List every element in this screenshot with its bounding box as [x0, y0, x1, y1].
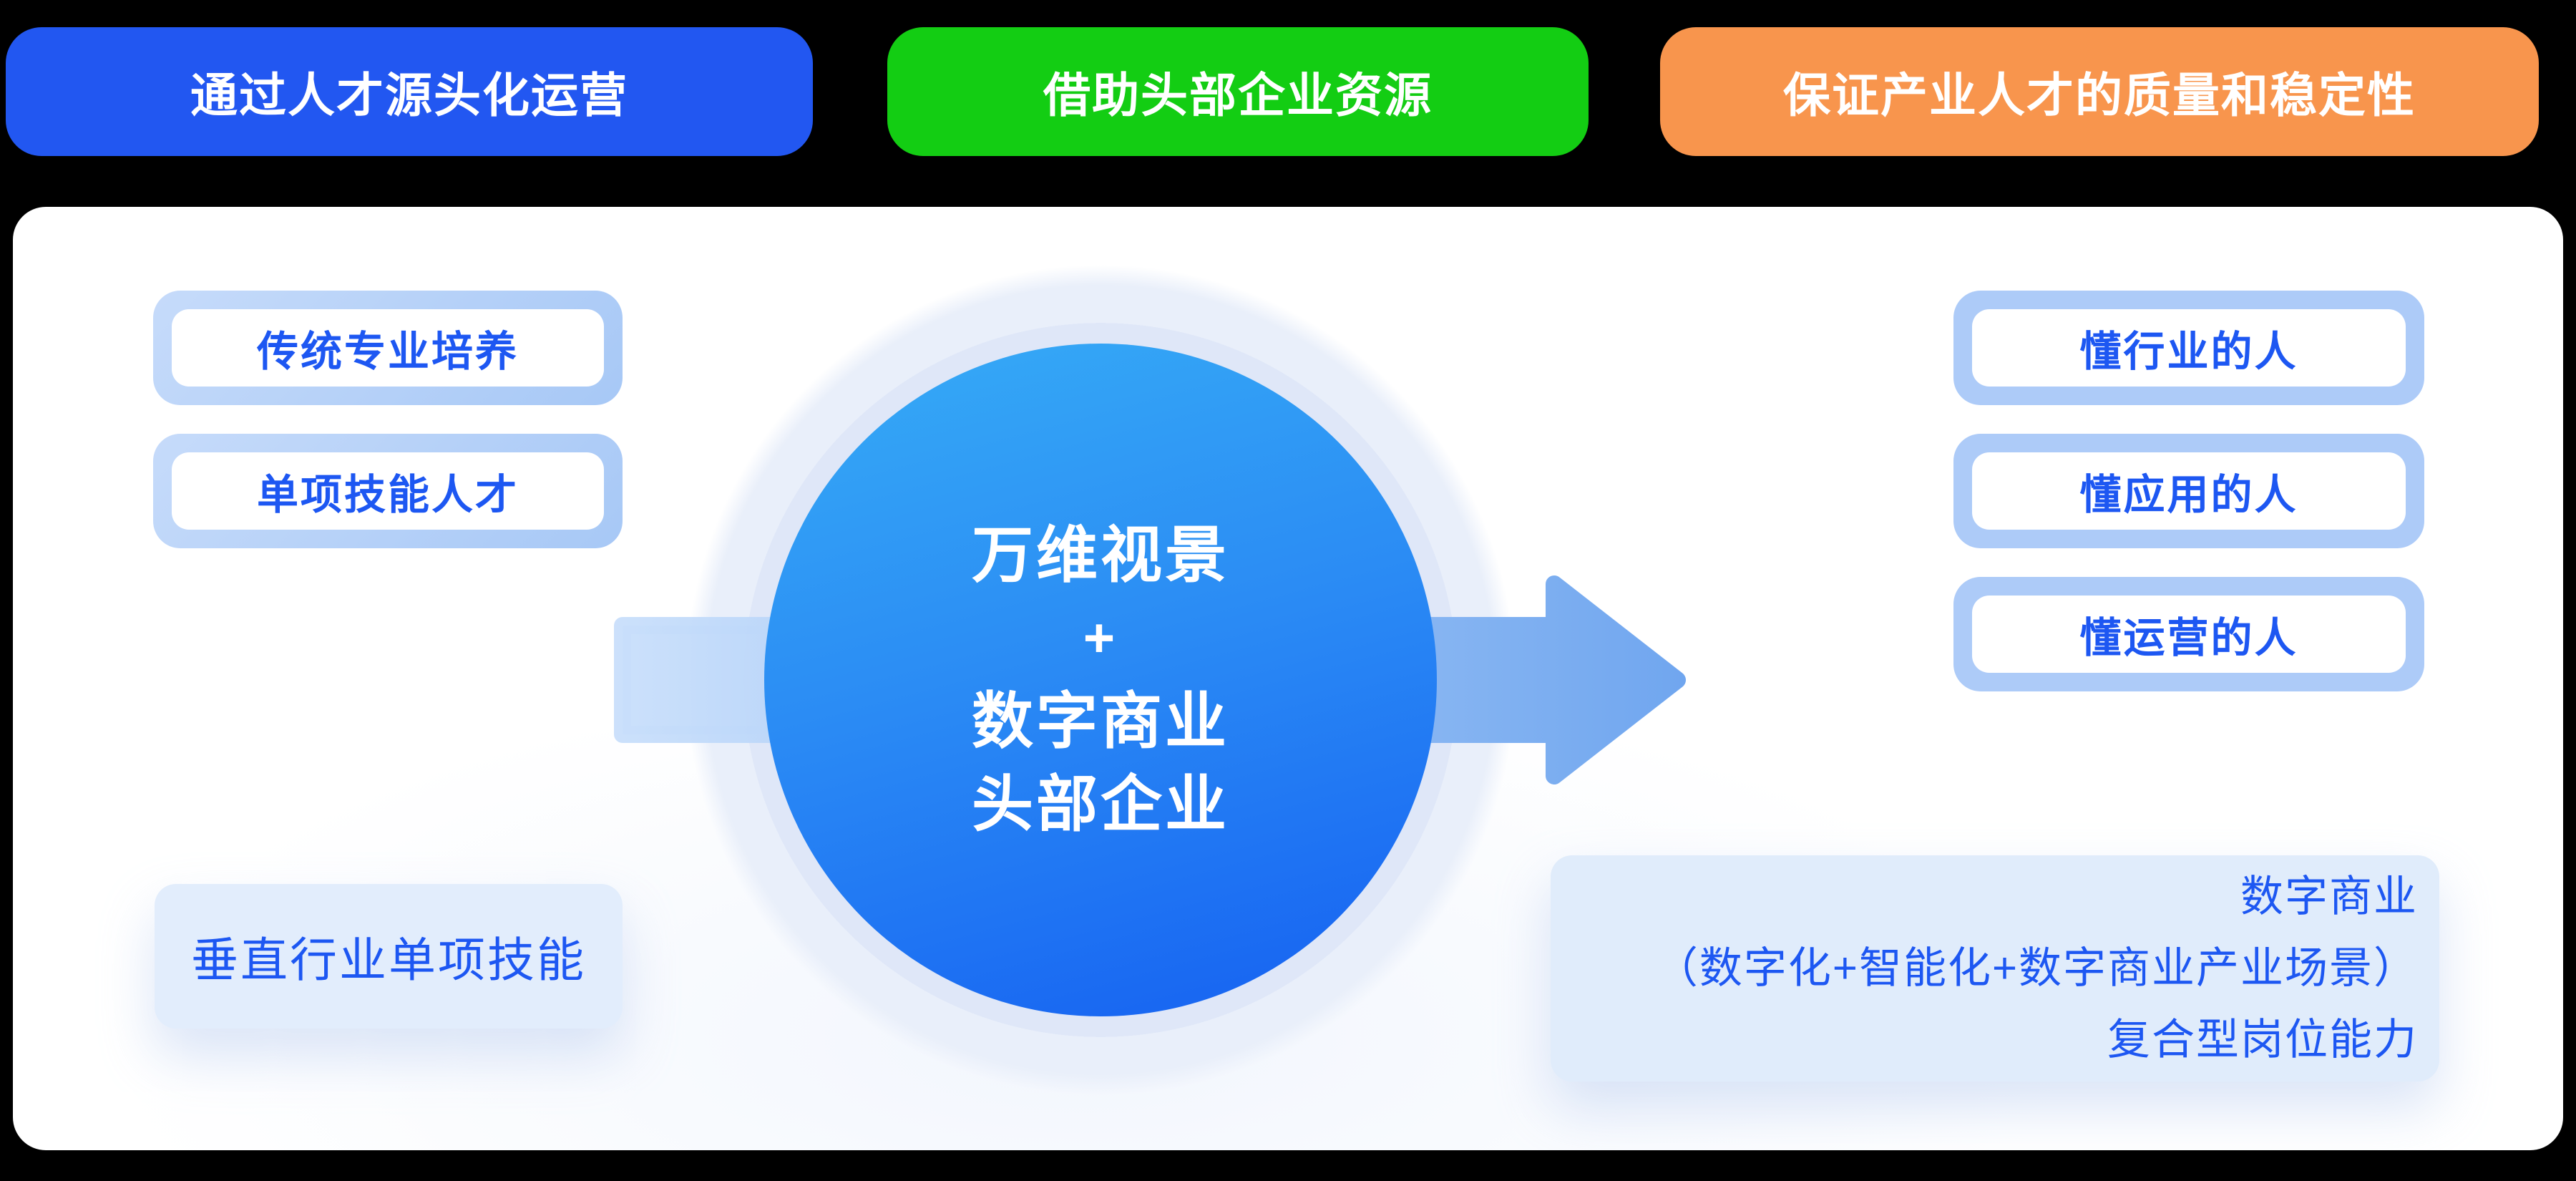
note-digital-business-line-1: 数字商业 [2240, 873, 2418, 920]
left-box-single-skill-talent: 单项技能人才 [153, 434, 623, 548]
banner-pill-enterprise-resources-label: 借助头部企业资源 [1043, 69, 1433, 122]
circle-line-2: 数字商业 [972, 687, 1229, 756]
banner-pill-talent-quality: 保证产业人才的质量和稳定性 [1660, 27, 2539, 156]
note-vertical-industry-skill: 垂直行业单项技能 [155, 884, 623, 1029]
note-digital-business-line-2: （数字化+智能化+数字商业产业场景） [1654, 944, 2418, 992]
banner-pill-operation: 通过人才源头化运营 [6, 27, 813, 156]
right-box-application-person-label: 懂应用的人 [1972, 452, 2406, 530]
plus-sign: + [1083, 608, 1118, 669]
center-circle: 万维视景 + 数字商业 头部企业 [764, 344, 1437, 1016]
banner-pill-operation-label: 通过人才源头化运营 [190, 69, 628, 122]
right-box-operation-person-label: 懂运营的人 [1972, 596, 2406, 673]
banner-pill-enterprise-resources: 借助头部企业资源 [887, 27, 1589, 156]
right-box-operation-person: 懂运营的人 [1953, 577, 2424, 691]
left-box-traditional-training-label: 传统专业培养 [172, 309, 604, 387]
note-vertical-industry-skill-label: 垂直行业单项技能 [191, 933, 586, 986]
left-box-traditional-training: 传统专业培养 [153, 291, 623, 405]
note-digital-business-capability: 数字商业 （数字化+智能化+数字商业产业场景） 复合型岗位能力 [1551, 855, 2439, 1082]
right-box-application-person: 懂应用的人 [1953, 434, 2424, 548]
left-box-single-skill-talent-label: 单项技能人才 [172, 452, 604, 530]
right-box-industry-person: 懂行业的人 [1953, 291, 2424, 405]
right-box-industry-person-label: 懂行业的人 [1972, 309, 2406, 387]
circle-line-3: 头部企业 [972, 770, 1229, 839]
note-digital-business-line-3: 复合型岗位能力 [2107, 1016, 2418, 1064]
circle-line-1: 万维视景 [972, 521, 1229, 590]
banner-pill-talent-quality-label: 保证产业人才的质量和稳定性 [1783, 69, 2416, 122]
diagram-card: 万维视景 + 数字商业 头部企业 传统专业培养 单项技能人才 懂行业的人 懂应用… [13, 207, 2563, 1150]
